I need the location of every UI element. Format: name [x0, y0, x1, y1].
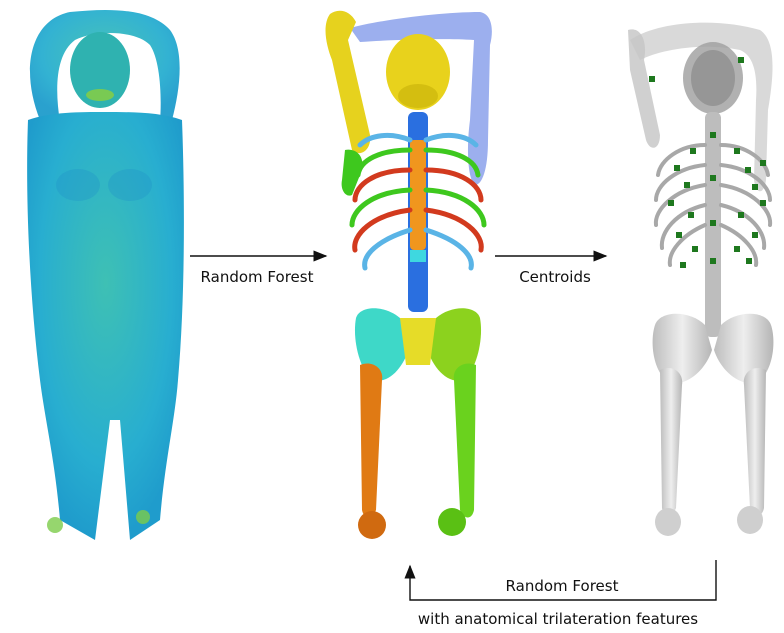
arrow1-label: Random Forest [201, 268, 314, 286]
feedback-arrow: Random Forest with anatomical trilaterat… [410, 560, 716, 628]
centroid-skeleton-panel [628, 23, 773, 536]
ct-body-panel [27, 10, 184, 540]
feedback-label-line2: with anatomical trilateration features [418, 610, 698, 628]
arrow-random-forest: Random Forest [190, 256, 326, 286]
segmented-skeleton-panel [326, 11, 492, 539]
feedback-label-line1: Random Forest [506, 577, 619, 595]
arrow2-label: Centroids [519, 268, 591, 286]
arrow-centroids: Centroids [495, 256, 606, 286]
